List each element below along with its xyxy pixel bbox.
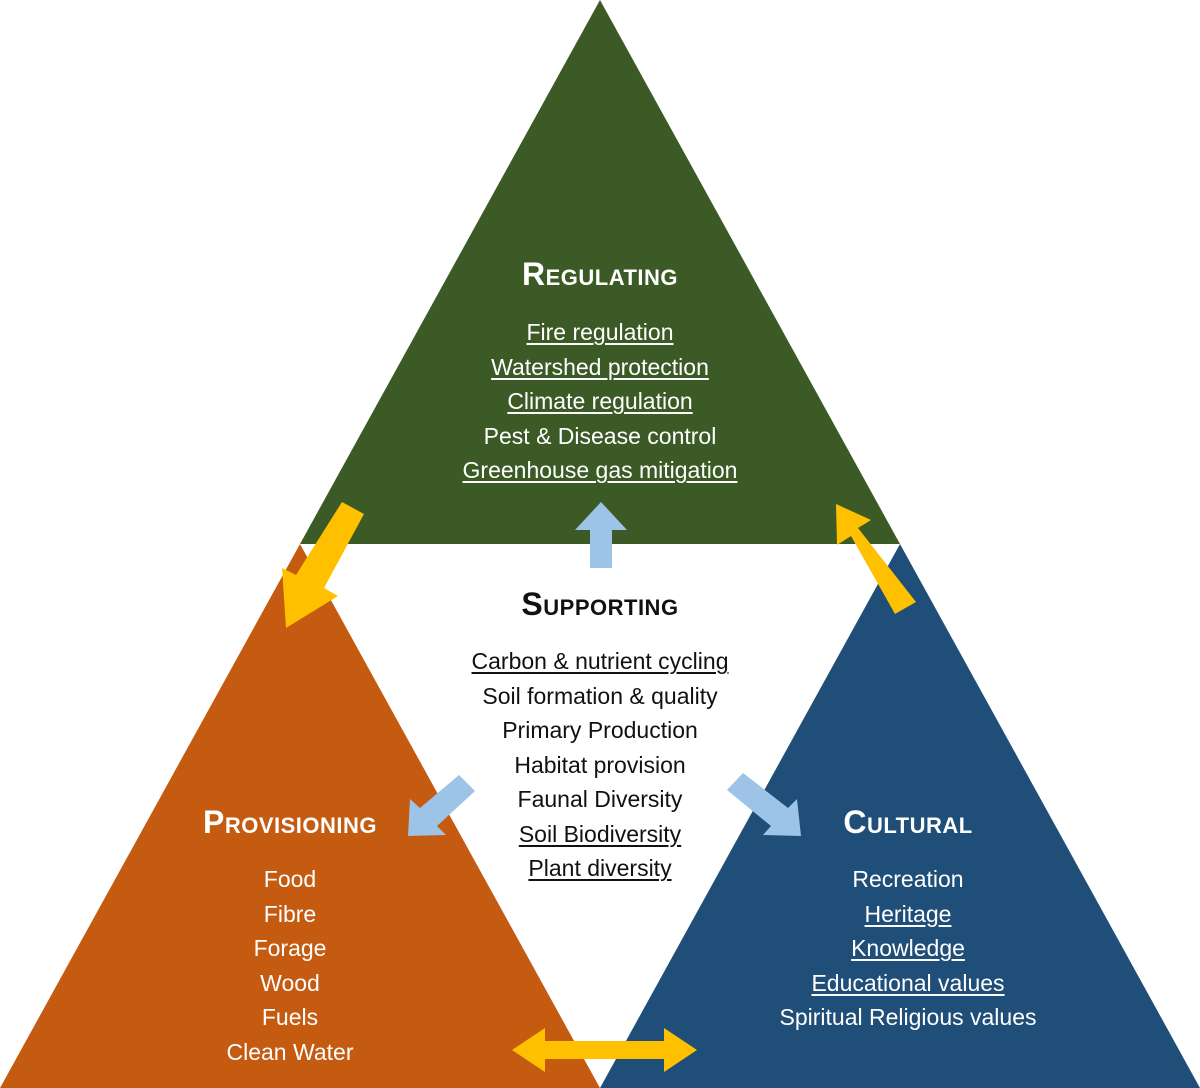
- arrow-provisioning-cultural: [512, 1028, 697, 1072]
- regulating-triangle: [300, 0, 900, 544]
- cultural-item: Recreation: [852, 866, 964, 892]
- arrow-supporting-to-cultural: [727, 773, 801, 836]
- supporting-list: Carbon & nutrient cycling Soil formation…: [418, 644, 782, 886]
- regulating-item: Fire regulation: [526, 319, 674, 345]
- provisioning-triangle: [0, 544, 600, 1088]
- provisioning-item: Forage: [253, 935, 327, 961]
- supporting-item: Carbon & nutrient cycling: [471, 648, 729, 674]
- regulating-title: Regulating: [521, 256, 679, 292]
- supporting-item: Primary Production: [502, 717, 698, 743]
- supporting-title: Supporting: [521, 586, 679, 622]
- provisioning-item: Fibre: [263, 900, 317, 927]
- supporting-item: Soil Biodiversity: [518, 820, 682, 847]
- cultural-item: Educational values: [811, 969, 1005, 996]
- arrow-supporting-to-regulating: [575, 502, 627, 568]
- provisioning-item: Wood: [260, 969, 320, 996]
- supporting-item: Faunal Diversity: [517, 786, 683, 812]
- arrow-cultural-to-regulating: [836, 504, 916, 614]
- regulating-list: Fire regulation Watershed protection Cli…: [396, 315, 804, 488]
- provisioning-item: Fuels: [261, 1004, 319, 1030]
- regulating-item: Greenhouse gas mitigation: [462, 457, 738, 483]
- provisioning-item: Food: [263, 866, 317, 892]
- provisioning-title: Provisioning: [202, 804, 378, 840]
- cultural-item: Heritage: [864, 900, 952, 927]
- regulating-block: Regulating Fire regulation Watershed pro…: [396, 254, 804, 488]
- cultural-item: Spiritual Religious values: [779, 1004, 1037, 1030]
- cultural-title: Cultural: [843, 804, 973, 840]
- cultural-block: Cultural Recreation Heritage Knowledge E…: [738, 802, 1078, 1035]
- cultural-list: Recreation Heritage Knowledge Educationa…: [738, 862, 1078, 1035]
- provisioning-list: Food Fibre Forage Wood Fuels Clean Water: [150, 862, 430, 1069]
- arrow-supporting-to-provisioning: [408, 775, 475, 836]
- supporting-block: Supporting Carbon & nutrient cycling Soi…: [418, 584, 782, 886]
- regulating-item: Pest & Disease control: [483, 422, 717, 449]
- supporting-item: Plant diversity: [528, 855, 672, 881]
- supporting-item: Soil formation & quality: [482, 682, 718, 709]
- regulating-item: Watershed protection: [491, 353, 709, 380]
- cultural-triangle: [600, 544, 1200, 1088]
- provisioning-item: Clean Water: [226, 1038, 354, 1065]
- provisioning-block: Provisioning Food Fibre Forage Wood Fuel…: [150, 802, 430, 1069]
- supporting-item: Habitat provision: [514, 751, 686, 778]
- cultural-item: Knowledge: [851, 935, 965, 961]
- arrow-regulating-to-provisioning: [282, 502, 364, 628]
- regulating-item: Climate regulation: [507, 388, 693, 414]
